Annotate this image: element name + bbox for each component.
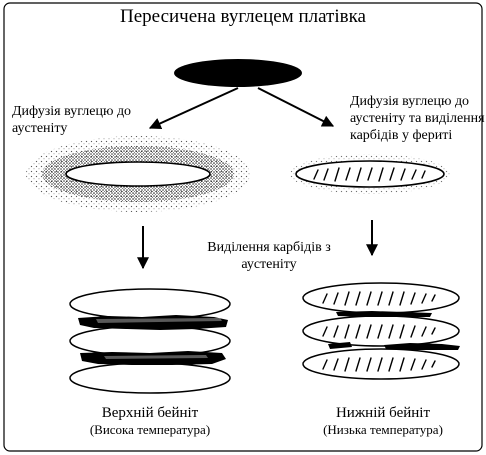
left-plate-diffusion [26, 136, 250, 212]
upper-bainite-stack [70, 289, 230, 393]
interlath-carbides-upper-1 [78, 315, 228, 330]
upper-bainite-plate-2 [70, 326, 230, 356]
diagram-title: Пересичена вуглецем платівка [0, 6, 486, 29]
lower-bainite-caption: Нижній бейніт (Низька температура) [293, 404, 473, 438]
middle-label-line2: аустеніту [241, 257, 296, 272]
right-branch-label: Дифузія вуглецю до аустеніту та виділенн… [350, 94, 485, 144]
arrow-to-left-branch [150, 88, 238, 128]
right-plate-diffusion [290, 154, 450, 194]
right-branch-label-line3: карбідів у фериті [350, 128, 452, 143]
lower-bainite-plate-1 [303, 283, 459, 313]
upper-bainite-caption: Верхній бейніт (Висока температура) [60, 404, 240, 438]
lower-bainite-plate-2 [303, 316, 459, 346]
left-branch-label: Дифузія вуглецю до аустеніту [12, 104, 131, 138]
lower-bainite-name: Нижній бейніт [293, 404, 473, 422]
arrow-to-right-branch [258, 88, 333, 126]
supersaturated-plate [174, 59, 302, 87]
interlath-carbides-upper-2 [80, 351, 226, 365]
lower-bainite-stack [303, 283, 460, 379]
left-branch-label-line1: Дифузія вуглецю до [12, 104, 131, 119]
ferrite-plate-left [66, 162, 210, 186]
upper-bainite-name: Верхній бейніт [60, 404, 240, 422]
left-branch-label-line2: аустеніту [12, 121, 67, 136]
lower-bainite-condition: (Низька температура) [293, 422, 473, 438]
upper-bainite-plate-3 [70, 363, 230, 393]
middle-label: Виділення карбідів з аустеніту [184, 240, 354, 274]
upper-bainite-condition: (Висока температура) [60, 422, 240, 438]
right-branch-label-line1: Дифузія вуглецю до [350, 94, 469, 109]
middle-label-line1: Виділення карбідів з [207, 240, 330, 255]
right-branch-label-line2: аустеніту та виділення [350, 111, 485, 126]
lower-bainite-plate-3 [303, 349, 459, 379]
upper-bainite-plate-1 [70, 289, 230, 319]
